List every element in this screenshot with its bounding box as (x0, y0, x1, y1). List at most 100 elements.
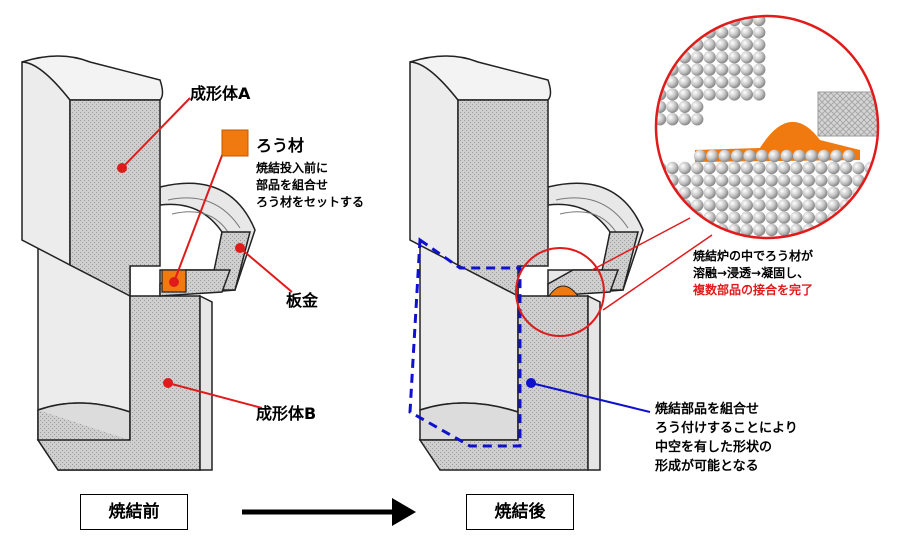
powder-particle (839, 174, 853, 187)
powder-particle (827, 186, 840, 199)
powder-particle (678, 186, 691, 199)
powder-particle (728, 75, 741, 89)
powder-particle (777, 161, 791, 175)
powder-particle (780, 149, 793, 163)
powder-particle (753, 38, 766, 51)
powder-particle (693, 149, 707, 163)
powder-particle (740, 174, 753, 187)
powder-particle (678, 223, 691, 237)
furnace-note-line-2: 溶融→浸透→凝固し、 (693, 266, 810, 280)
powder-particle (755, 149, 769, 163)
powder-particle (852, 211, 865, 224)
powder-particle (703, 16, 716, 27)
powder-particle (715, 63, 729, 76)
powder-particle (815, 186, 828, 199)
powder-particle (715, 26, 729, 39)
label-sheet-metal: 板金 (286, 291, 319, 310)
powder-particle (753, 88, 766, 101)
powder-particle (691, 113, 704, 126)
powder-particle (777, 174, 791, 187)
powder-particle (740, 38, 753, 51)
powder-particle (678, 63, 691, 76)
powder-particle (830, 149, 843, 163)
powder-particle (666, 211, 679, 224)
powder-particle (728, 63, 741, 76)
powder-particle (864, 211, 877, 224)
powder-particle (715, 51, 729, 64)
powder-particle (839, 161, 853, 175)
powder-particle (666, 16, 679, 27)
powder-particle (728, 199, 741, 212)
powder-particle (839, 186, 853, 199)
powder-particle (703, 38, 716, 51)
powder-particle (666, 88, 679, 101)
powder-particle (802, 211, 815, 224)
powder-particle (802, 174, 815, 187)
powder-particle (802, 161, 815, 175)
powder-particle (864, 186, 877, 199)
zoom-target-circle (515, 247, 605, 337)
powder-particle (805, 149, 818, 163)
furnace-note-line-3: 複数部品の接合を完了 (693, 283, 814, 297)
powder-particle (715, 161, 729, 175)
powder-particle (715, 211, 729, 224)
powder-particle (666, 100, 679, 114)
powder-particle (691, 88, 704, 101)
powder-particle (691, 199, 704, 212)
powder-particle (815, 161, 828, 175)
powder-particle (852, 199, 865, 212)
powder-particle (678, 113, 691, 126)
powder-particle (678, 211, 691, 224)
powder-particle (765, 161, 778, 175)
powder-particle (691, 51, 704, 64)
powder-particle (703, 75, 716, 89)
powder-particle (666, 75, 679, 89)
powder-particle (839, 211, 853, 224)
powder-particle (815, 174, 828, 187)
powder-particle (740, 199, 753, 212)
powder-particle (728, 26, 741, 39)
powder-particle (753, 63, 766, 76)
furnace-note: 焼結炉の中でろう材が 溶融→浸透→凝固し、 複数部品の接合を完了 (693, 248, 813, 299)
powder-particle (728, 211, 741, 224)
sheet-metal-right (547, 182, 644, 297)
powder-particle (703, 51, 716, 64)
powder-particle (790, 211, 803, 224)
powder-particle (740, 51, 753, 64)
powder-particle (802, 199, 815, 212)
powder-particle (691, 174, 704, 187)
powder-particle (703, 186, 716, 199)
powder-particle (656, 16, 667, 27)
powder-particle (691, 161, 704, 175)
before-assembly (21, 55, 256, 471)
powder-particle (827, 199, 840, 212)
before-to-after-arrow (242, 498, 416, 526)
powder-particle (815, 199, 828, 212)
leader-lines (117, 97, 651, 413)
powder-particle (765, 174, 778, 187)
label-body-a: 成形体A (190, 84, 251, 103)
powder-particle (753, 174, 766, 187)
powder-particle (740, 63, 753, 76)
powder-particle (691, 100, 704, 114)
powder-particle (666, 26, 679, 39)
powder-particle (728, 174, 741, 187)
powder-particle (740, 88, 753, 101)
powder-particle (740, 211, 753, 224)
brazing-note-line-2: 部品を組合せ (256, 178, 329, 192)
powder-particle (678, 26, 691, 39)
result-note-line-2: ろう付けすることにより (655, 421, 798, 436)
powder-particle (802, 186, 815, 199)
powder-particle (666, 113, 679, 126)
powder-particle (678, 161, 691, 175)
result-note-line-3: 中空を有した形状の (655, 440, 773, 455)
powder-particle (790, 199, 803, 212)
powder-particle (715, 38, 729, 51)
brazing-melted-right (548, 285, 580, 297)
powder-particle (753, 161, 766, 175)
powder-particle (656, 26, 667, 39)
powder-particle (691, 75, 704, 89)
powder-particle (728, 38, 741, 51)
powder-particle (765, 186, 778, 199)
